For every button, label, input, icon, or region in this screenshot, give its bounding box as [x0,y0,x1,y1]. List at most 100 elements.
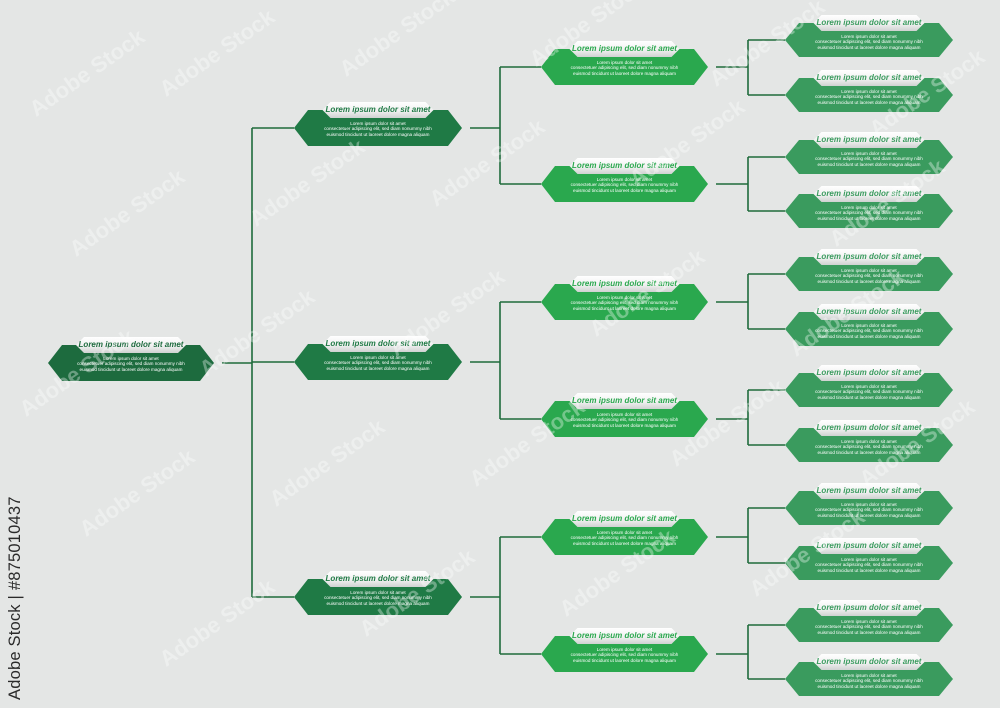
title-tab [813,249,925,265]
title-tab [813,186,925,202]
title-tab [813,304,925,320]
description-line: consectetuer adipiscing elit, sed diam n… [815,328,923,334]
node-body [541,49,708,85]
description-line: euismod tincidunt ut laoreet dolore magn… [573,657,676,663]
title-tab [813,365,925,381]
node-title: Lorem ipsum dolor sit amet [572,514,677,523]
title-tab [322,571,434,587]
node-body [294,579,462,615]
node-shape [294,102,462,146]
node-shape [785,483,953,525]
description-line: Lorem ipsum dolor sit amet [841,323,897,328]
node-body [785,257,953,291]
node-shape [541,393,708,437]
node-shape [785,132,953,174]
description-line: consectetuer adipiscing elit, sed diam n… [324,360,432,366]
node-body [541,519,708,555]
node-body [785,608,953,642]
title-tab [813,483,925,499]
description-line: consectetuer adipiscing elit, sed diam n… [815,389,923,395]
description-line: consectetuer adipiscing elit, sed diam n… [570,300,679,306]
node-body [785,312,953,346]
description-line: Lorem ipsum dolor sit amet [596,412,653,417]
node-shape [541,158,708,202]
node-shape [785,654,953,696]
description-line: euismod tincidunt ut laoreet dolore magn… [817,683,921,689]
node-body [48,345,214,381]
node-title: Lorem ipsum dolor sit amet [816,73,922,82]
description-line: Lorem ipsum dolor sit amet [841,151,897,156]
description-line: Lorem ipsum dolor sit amet [350,355,406,360]
description-line: consectetuer adipiscing elit, sed diam n… [570,652,679,658]
node-title: Lorem ipsum dolor sit amet [816,18,922,27]
description-line: Lorem ipsum dolor sit amet [103,356,159,361]
node-title: Lorem ipsum dolor sit amet [816,657,922,666]
title-tab [569,158,680,174]
description-line: Lorem ipsum dolor sit amet [841,673,897,678]
description-line: Lorem ipsum dolor sit amet [841,205,897,210]
title-tab [813,420,925,436]
node-body [785,428,953,462]
title-tab [322,336,434,352]
node-shape [48,337,214,381]
description-line: euismod tincidunt ut laoreet dolore magn… [817,44,921,50]
node-body [785,78,953,112]
node-body [294,110,462,146]
node-shape [541,628,708,672]
description-line: euismod tincidunt ut laoreet dolore magn… [817,394,921,400]
node-body [541,284,708,320]
description-line: euismod tincidunt ut laoreet dolore magn… [817,161,921,167]
description-line: Lorem ipsum dolor sit amet [596,295,653,300]
description-line: euismod tincidunt ut laoreet dolore magn… [817,215,921,221]
node-title: Lorem ipsum dolor sit amet [816,486,922,495]
node-title: Lorem ipsum dolor sit amet [325,105,431,114]
description-line: euismod tincidunt ut laoreet dolore magn… [573,422,676,428]
description-line: Lorem ipsum dolor sit amet [841,502,897,507]
node-title: Lorem ipsum dolor sit amet [816,423,922,432]
description-line: euismod tincidunt ut laoreet dolore magn… [326,365,430,371]
description-line: consectetuer adipiscing elit, sed diam n… [815,562,923,568]
title-tab [813,654,925,670]
description-line: consectetuer adipiscing elit, sed diam n… [570,417,679,423]
node-title: Lorem ipsum dolor sit amet [816,189,922,198]
description-line: Lorem ipsum dolor sit amet [596,530,653,535]
node-shape [541,41,708,85]
description-line: euismod tincidunt ut laoreet dolore magn… [817,629,921,635]
node-title: Lorem ipsum dolor sit amet [816,368,922,377]
node-body [785,140,953,174]
node-shape [785,538,953,580]
node-body [785,373,953,407]
description-line: consectetuer adipiscing elit, sed diam n… [815,624,923,630]
description-line: Lorem ipsum dolor sit amet [350,590,406,595]
description-line: euismod tincidunt ut laoreet dolore magn… [817,278,921,284]
description-line: consectetuer adipiscing elit, sed diam n… [77,361,185,367]
node-title: Lorem ipsum dolor sit amet [572,396,677,405]
node-shape [785,365,953,407]
description-line: Lorem ipsum dolor sit amet [596,647,653,652]
node-shape [785,70,953,112]
